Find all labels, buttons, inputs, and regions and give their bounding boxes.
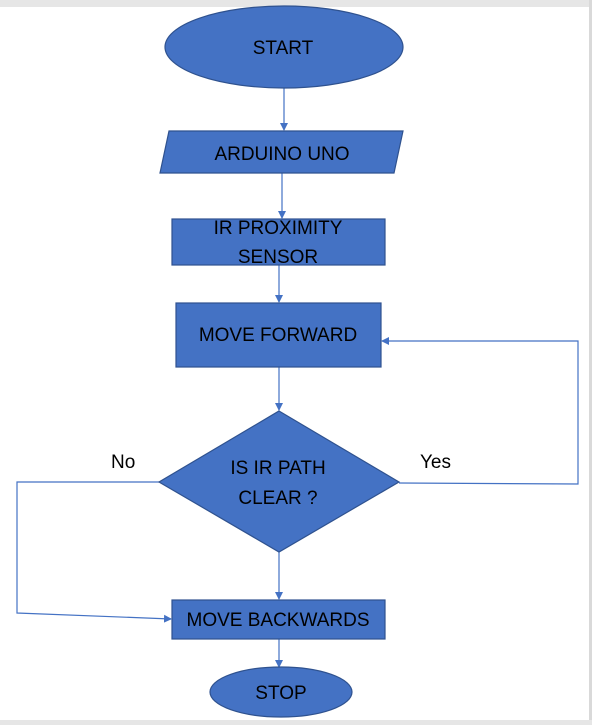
arduino-node: ARDUINO UNO	[159, 130, 404, 174]
move-forward-node: MOVE FORWARD	[175, 302, 382, 368]
yes-edge-label: Yes	[420, 452, 451, 473]
stop-node: STOP	[209, 666, 353, 718]
start-ellipse	[164, 5, 404, 89]
decision-diamond	[157, 410, 401, 553]
move-forward-label: MOVE FORWARD	[199, 325, 357, 346]
window-bottom-border	[0, 720, 592, 725]
connectors	[16, 88, 579, 668]
ir-sensor-rect	[171, 218, 386, 266]
move-backwards-node: MOVE BACKWARDS	[171, 599, 386, 640]
window-right-border	[589, 0, 592, 725]
decision-label-line1: IS IR PATH	[230, 458, 325, 479]
arduino-label: ARDUINO UNO	[214, 144, 349, 165]
stop-label: STOP	[255, 683, 306, 704]
move-backwards-rect	[171, 599, 386, 640]
decision-node: IS IR PATH CLEAR ?	[157, 410, 401, 553]
move-backwards-label: MOVE BACKWARDS	[187, 610, 370, 631]
start-label: START	[253, 38, 314, 59]
ir-sensor-label-line1: IR PROXIMITY	[214, 218, 343, 239]
connector-decision-yes-loop	[381, 337, 579, 485]
window-top-border	[0, 0, 592, 7]
ir-sensor-node: IR PROXIMITY SENSOR	[171, 218, 386, 268]
decision-label-line2: CLEAR ?	[238, 488, 317, 509]
move-forward-rect	[175, 302, 382, 368]
ir-sensor-label-line2: SENSOR	[238, 247, 318, 268]
no-edge-label: No	[111, 452, 135, 473]
arduino-parallelogram	[159, 130, 404, 174]
stop-ellipse	[209, 666, 353, 718]
start-node: START	[164, 5, 404, 89]
connector-decision-no-path	[16, 481, 172, 623]
